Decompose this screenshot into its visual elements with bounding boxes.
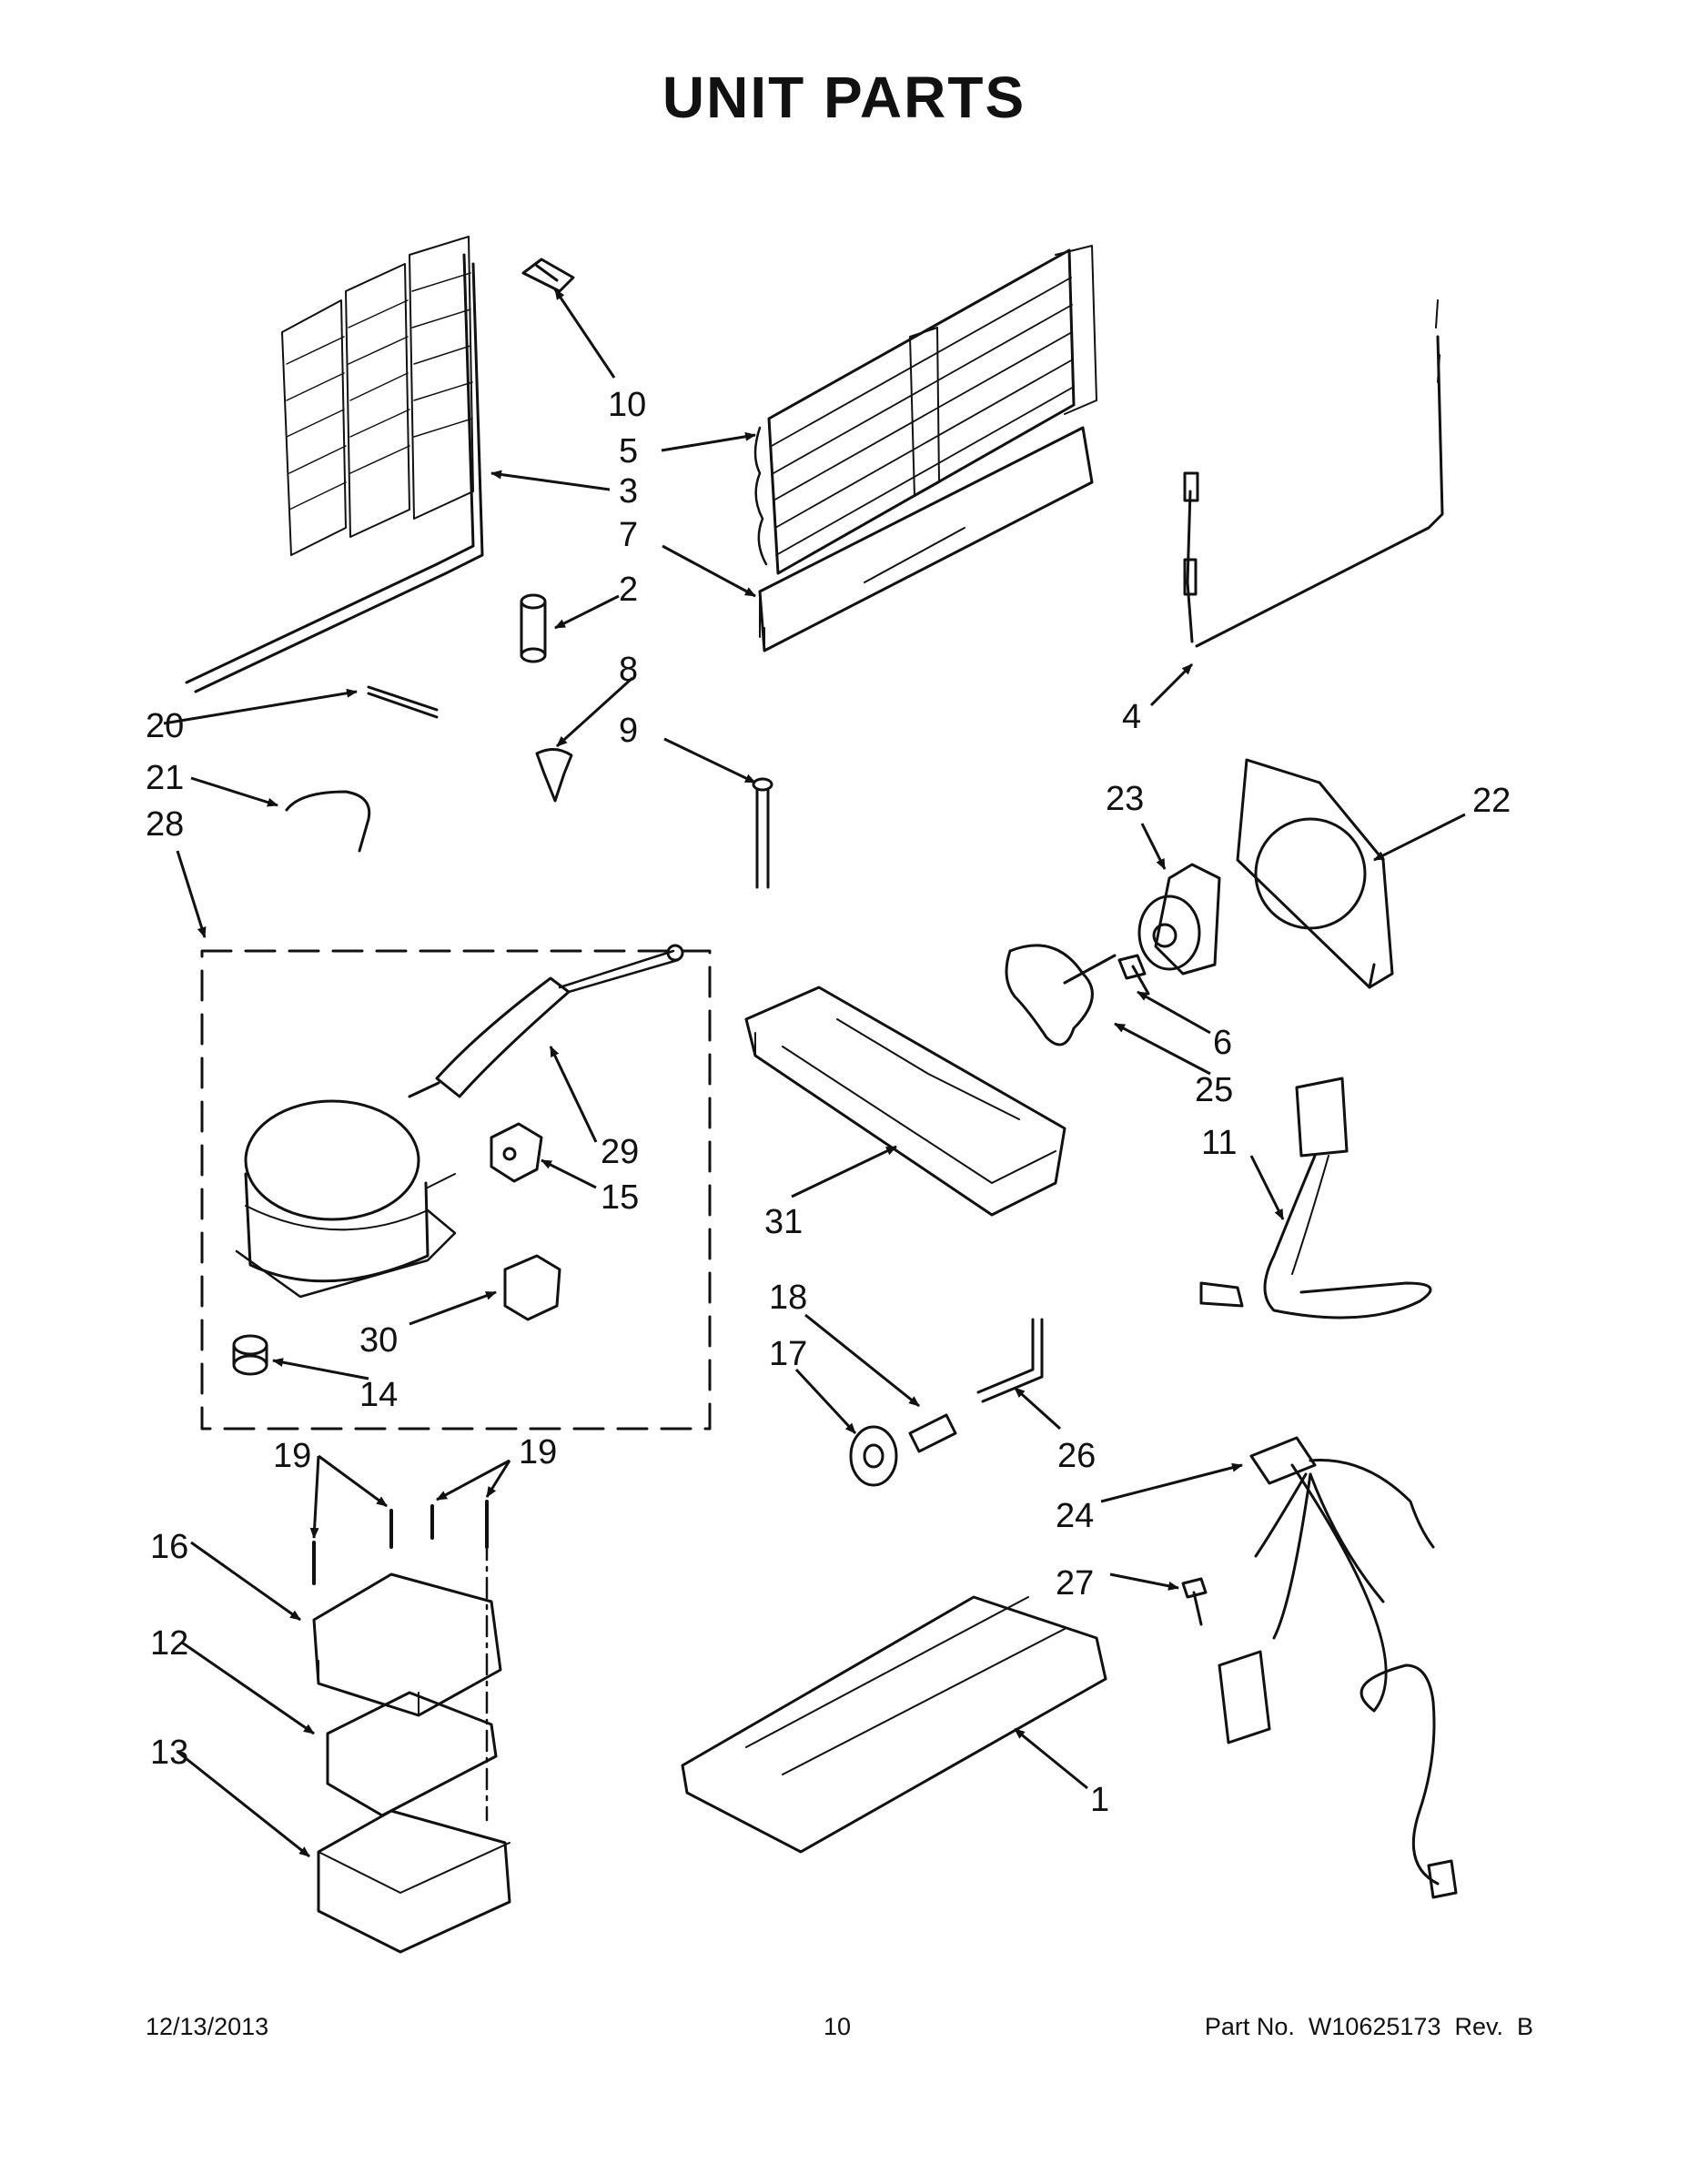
compressor-grommet-part <box>232 1334 268 1376</box>
label-4: 4 <box>1122 698 1141 736</box>
label-14: 14 <box>359 1376 398 1414</box>
label-8: 8 <box>619 651 638 689</box>
roller-part <box>849 1425 898 1487</box>
label-7: 7 <box>619 516 638 554</box>
label-22: 22 <box>1472 782 1511 820</box>
label-25: 25 <box>1195 1071 1233 1109</box>
label-9: 9 <box>619 712 638 750</box>
label-28: 28 <box>146 805 184 844</box>
label-1: 1 <box>1090 1781 1109 1819</box>
wire-clip-part <box>285 790 371 853</box>
tray-part <box>744 986 1066 1217</box>
label-24: 24 <box>1056 1497 1094 1535</box>
drain-trough-part <box>758 426 1094 652</box>
fan-blade-part <box>1005 944 1117 1046</box>
harness-part <box>1199 1077 1432 1320</box>
overload-part <box>503 1254 561 1321</box>
condenser-part <box>185 236 484 693</box>
fan-shroud-part <box>1236 758 1394 989</box>
strap-part <box>367 685 439 719</box>
label-2: 2 <box>619 571 638 609</box>
compressor-part <box>235 1099 457 1299</box>
control-board-part <box>326 1691 498 1817</box>
label-16: 16 <box>150 1528 188 1566</box>
footer-part-number: Part No. W10625173 Rev. B <box>1204 2013 1533 2040</box>
label-13: 13 <box>150 1734 188 1772</box>
footer-page-number: 10 <box>824 2013 852 2040</box>
control-housing-part <box>317 1809 511 1954</box>
label-18: 18 <box>769 1279 807 1317</box>
label-12: 12 <box>150 1624 188 1663</box>
label-15: 15 <box>601 1178 639 1217</box>
screw-19-part <box>312 1500 489 1585</box>
label-29: 29 <box>601 1133 639 1171</box>
label-6: 6 <box>1213 1024 1232 1062</box>
label-3: 3 <box>619 472 638 511</box>
label-23: 23 <box>1106 780 1144 818</box>
capacitor-part <box>520 593 547 663</box>
clip-part <box>521 258 575 293</box>
shoulder-bolt-part <box>908 1413 957 1453</box>
label-10: 10 <box>608 386 646 424</box>
label-21: 21 <box>146 759 184 797</box>
label-20: 20 <box>146 707 184 745</box>
label-5: 5 <box>619 432 638 470</box>
relay-part <box>490 1122 543 1183</box>
main-wire-harness-part <box>1218 1436 1458 1899</box>
tube-elbow-part <box>976 1318 1044 1403</box>
page-title: UNIT PARTS <box>662 65 1026 130</box>
filter-drier-part <box>408 944 684 1098</box>
tube-part <box>752 777 773 889</box>
ground-screw-part <box>1181 1577 1208 1626</box>
screw-part <box>1117 954 1150 996</box>
compressor-kit-box <box>200 949 712 1431</box>
label-26: 26 <box>1057 1437 1096 1475</box>
grommet-part <box>535 748 573 803</box>
label-31: 31 <box>764 1203 803 1241</box>
evaporator-part <box>753 245 1097 575</box>
label-11: 11 <box>1201 1124 1237 1162</box>
label-17: 17 <box>769 1335 807 1373</box>
base-plate-part <box>681 1595 1107 1854</box>
defrost-heater-part <box>1183 299 1444 648</box>
label-30: 30 <box>359 1321 398 1360</box>
label-27: 27 <box>1056 1564 1094 1603</box>
label-19a: 19 <box>273 1437 311 1475</box>
fan-motor-part <box>1137 863 1221 976</box>
label-19b: 19 <box>519 1433 557 1471</box>
footer-date: 12/13/2013 <box>146 2013 269 2040</box>
